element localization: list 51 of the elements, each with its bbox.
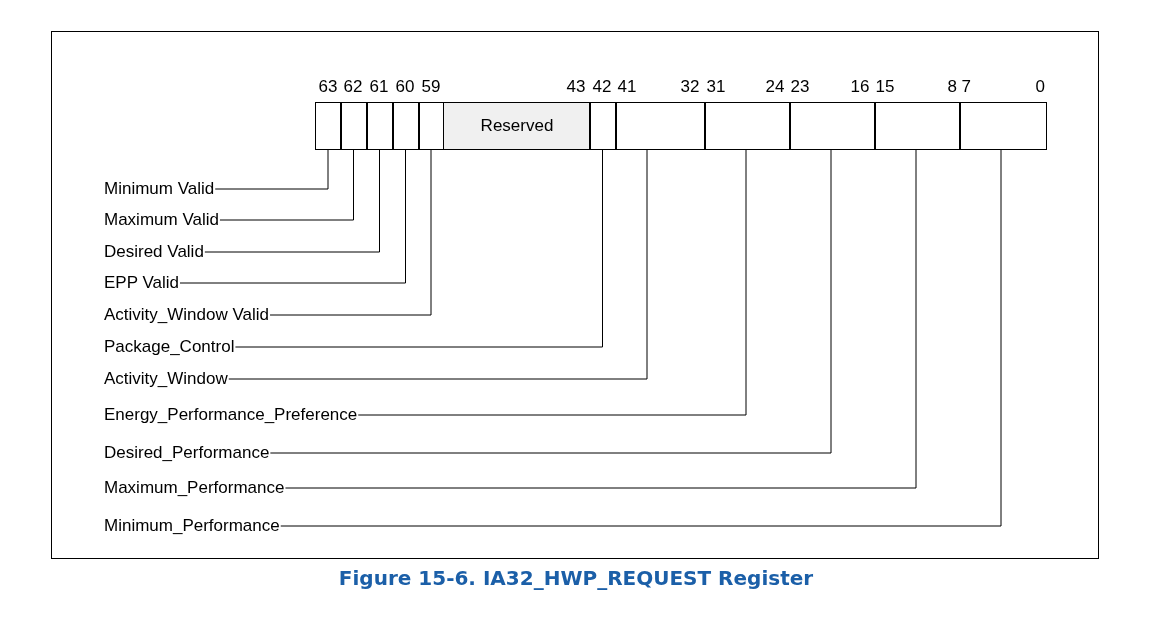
bit-number: 16 xyxy=(850,77,870,97)
register-field xyxy=(315,102,342,150)
leader-line xyxy=(280,149,1002,527)
leader-line xyxy=(269,149,432,316)
bit-number: 15 xyxy=(875,77,895,97)
leader-line xyxy=(234,149,603,348)
register-field xyxy=(959,102,1047,150)
bit-number: 7 xyxy=(961,77,971,97)
register-field xyxy=(704,102,791,150)
leader-line xyxy=(228,149,648,380)
leader-line xyxy=(269,149,832,454)
register-field xyxy=(789,102,876,150)
bit-number: 23 xyxy=(790,77,810,97)
field-name: Energy_Performance_Preference xyxy=(104,405,358,425)
bit-number: 8 xyxy=(947,77,957,97)
leader-line xyxy=(219,149,354,221)
leader-line xyxy=(214,149,329,190)
register-field xyxy=(392,102,420,150)
leader-line xyxy=(179,149,406,284)
field-name: Minimum_Performance xyxy=(104,516,280,536)
register-field xyxy=(589,102,617,150)
field-name: Desired Valid xyxy=(104,242,204,262)
bit-number: 32 xyxy=(680,77,700,97)
bit-number: 60 xyxy=(395,77,415,97)
bit-number: 42 xyxy=(592,77,612,97)
bit-number: 62 xyxy=(343,77,363,97)
field-name: Activity_Window xyxy=(104,369,228,389)
bit-number: 43 xyxy=(566,77,586,97)
register-field xyxy=(874,102,961,150)
field-name: Minimum Valid xyxy=(104,179,215,199)
bit-number: 61 xyxy=(369,77,389,97)
bit-number: 24 xyxy=(765,77,785,97)
field-name: EPP Valid xyxy=(104,273,179,293)
field-name: Maximum Valid xyxy=(104,210,219,230)
field-name: Desired_Performance xyxy=(104,443,270,463)
register-field xyxy=(615,102,706,150)
figure-caption: Figure 15-6. IA32_HWP_REQUEST Register xyxy=(337,566,815,590)
bit-number: 31 xyxy=(706,77,726,97)
bit-number: 0 xyxy=(1035,77,1045,97)
leader-line xyxy=(204,149,380,253)
bit-number: 41 xyxy=(617,77,637,97)
register-field xyxy=(340,102,368,150)
field-name: Activity_Window Valid xyxy=(104,305,270,325)
field-name: Package_Control xyxy=(104,337,235,357)
leader-line xyxy=(357,149,747,416)
bit-number: 63 xyxy=(318,77,338,97)
register-field xyxy=(366,102,394,150)
register-field: Reserved xyxy=(443,102,591,150)
field-name: Maximum_Performance xyxy=(104,478,285,498)
bit-number: 59 xyxy=(421,77,441,97)
leader-line xyxy=(284,149,917,489)
